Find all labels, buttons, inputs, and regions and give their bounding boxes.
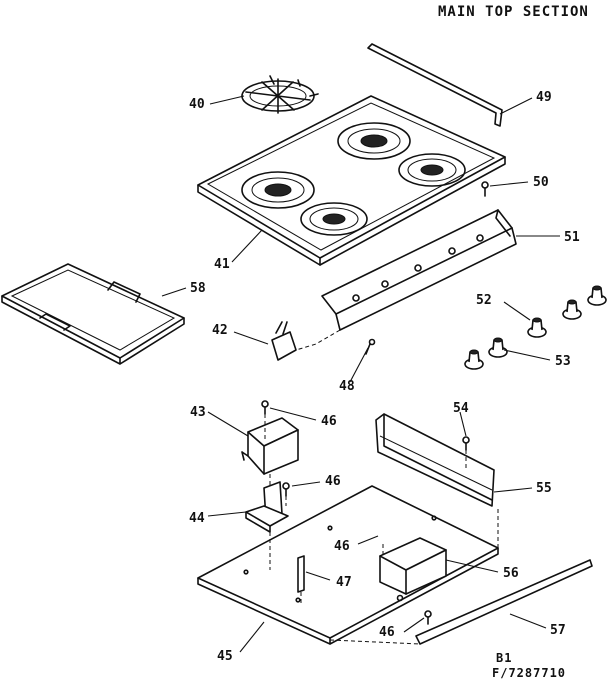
part-57-strip <box>415 559 593 645</box>
label-56: 56 <box>503 566 519 581</box>
knob-5 <box>464 349 484 370</box>
label-52: 52 <box>476 293 492 308</box>
label-46-b: 46 <box>325 474 341 489</box>
part-labels: 40 41 42 43 44 45 46 46 46 46 47 48 49 5… <box>189 90 580 664</box>
section-title: MAIN TOP SECTION <box>438 4 589 20</box>
label-46-a: 46 <box>321 414 337 429</box>
knob-1 <box>527 317 547 338</box>
part-56-bracket <box>379 537 447 595</box>
part-43-box-bracket <box>241 417 299 475</box>
part-41-cooktop <box>197 95 506 266</box>
drawing-code-line2: F/7287710 <box>492 666 566 680</box>
label-50: 50 <box>533 175 549 190</box>
label-48: 48 <box>339 379 355 394</box>
part-51-manifold-panel <box>295 209 517 351</box>
label-55: 55 <box>536 481 552 496</box>
label-46-c: 46 <box>334 539 350 554</box>
label-49: 49 <box>536 90 552 105</box>
label-43: 43 <box>190 405 206 420</box>
label-42: 42 <box>212 323 228 338</box>
label-47: 47 <box>336 575 352 590</box>
parts-52-53-knobs <box>464 285 607 370</box>
label-58: 58 <box>190 281 206 296</box>
label-40: 40 <box>189 97 205 112</box>
knob-3 <box>587 285 607 306</box>
label-51: 51 <box>564 230 580 245</box>
part-55-rear-panel <box>375 413 495 507</box>
assembly-lines <box>264 414 499 645</box>
label-46-d: 46 <box>379 625 395 640</box>
label-41: 41 <box>214 257 230 272</box>
label-54: 54 <box>453 401 469 416</box>
part-50-screw <box>481 181 489 197</box>
leader-lines <box>161 95 560 653</box>
part-48-screw <box>365 338 376 355</box>
knob-4 <box>488 337 508 358</box>
part-49-trim-strip <box>367 43 503 127</box>
part-42-bracket <box>271 321 297 361</box>
label-53: 53 <box>555 354 571 369</box>
part-58-pan <box>1 263 185 365</box>
label-57: 57 <box>550 623 566 638</box>
drawing-code-line1: B1 <box>496 651 512 665</box>
part-47-pin <box>297 555 305 593</box>
knob-2 <box>562 299 582 320</box>
part-40-grate <box>241 75 319 114</box>
label-45: 45 <box>217 649 233 664</box>
part-44-bracket <box>245 481 289 533</box>
label-44: 44 <box>189 511 205 526</box>
